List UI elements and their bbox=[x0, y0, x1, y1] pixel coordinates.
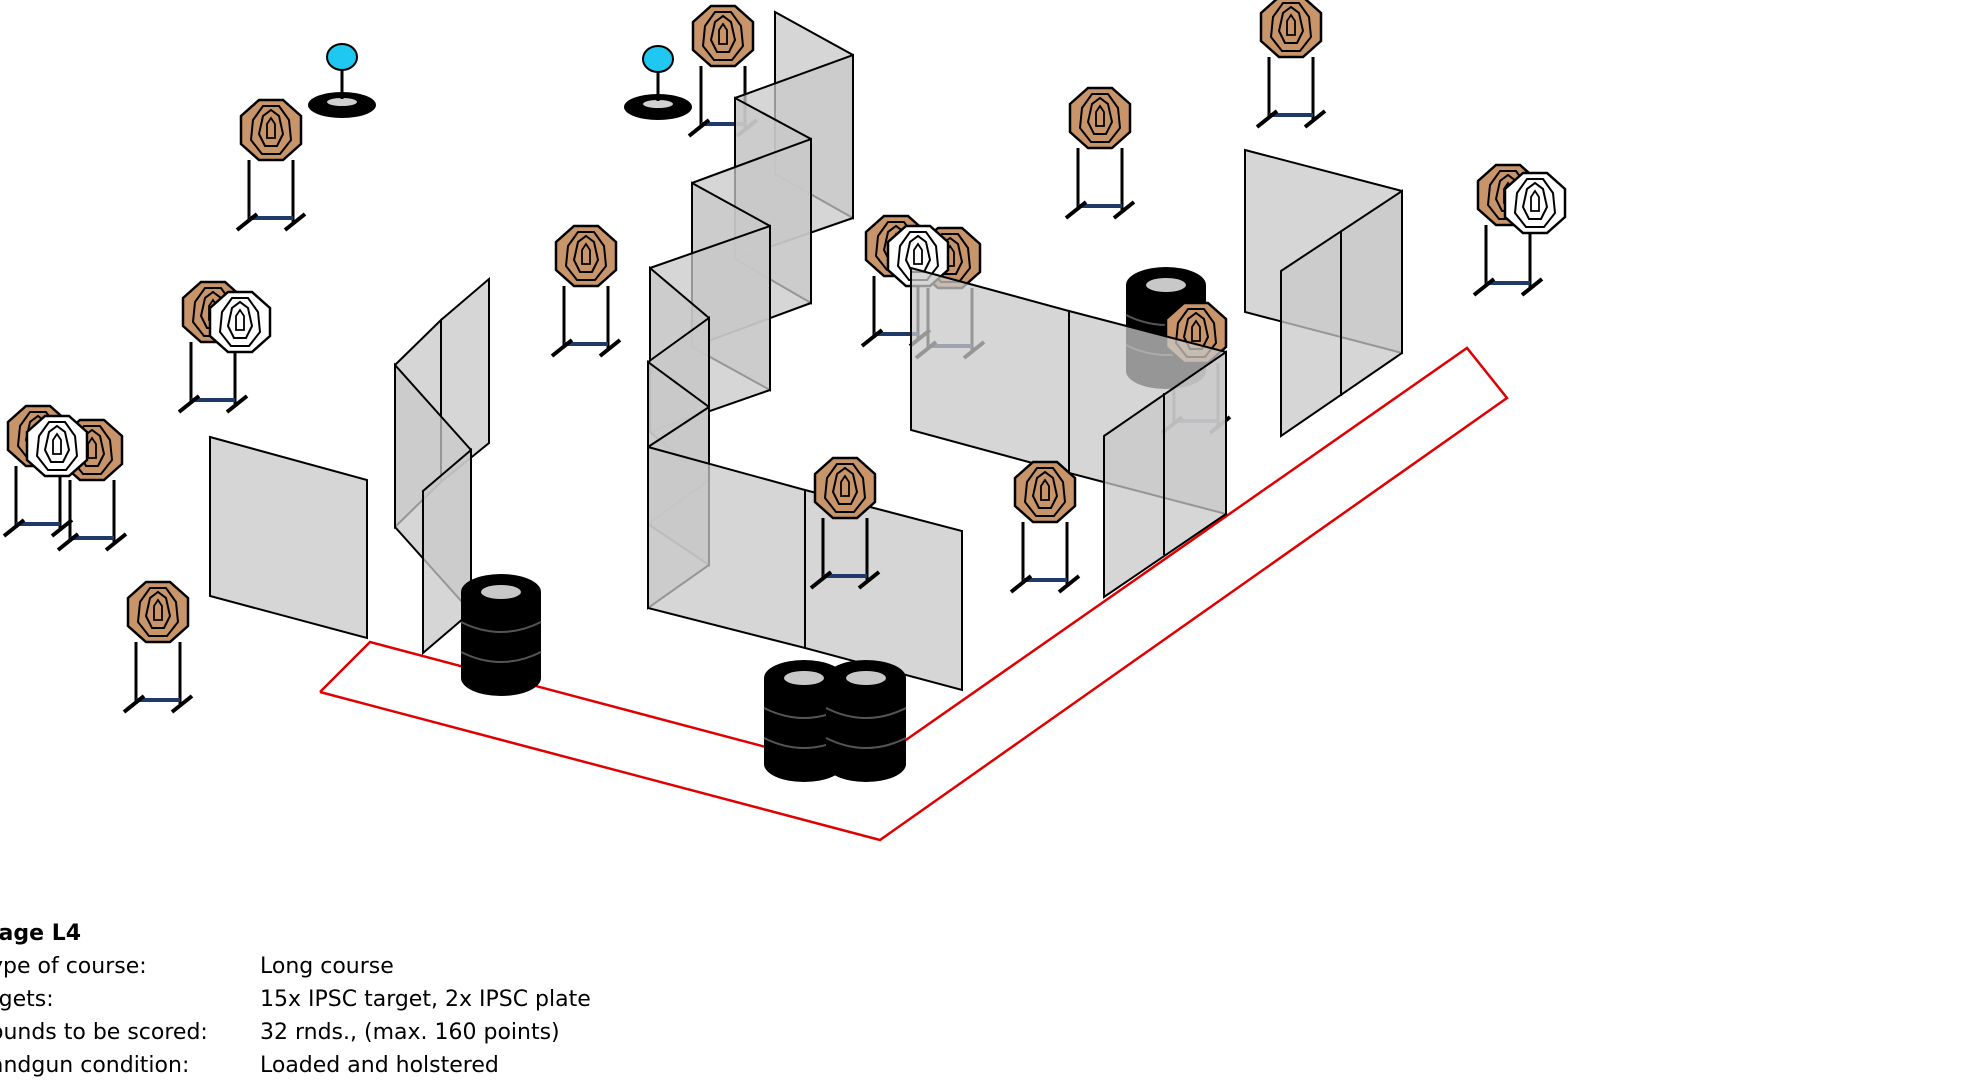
info-label: andgun condition: bbox=[0, 1053, 190, 1078]
ipsc-target-icon bbox=[550, 224, 622, 358]
steel-plate-icon bbox=[306, 42, 378, 120]
target-group-right bbox=[1472, 163, 1567, 297]
info-value: Loaded and holstered bbox=[260, 1053, 499, 1078]
target-group-left bbox=[2, 404, 128, 552]
info-label: rgets: bbox=[0, 987, 54, 1012]
ipsc-target-icon bbox=[1009, 460, 1081, 594]
walls-right bbox=[910, 148, 1403, 599]
info-value: 15x IPSC target, 2x IPSC plate bbox=[260, 987, 591, 1012]
info-row-targets: rgets: 15x IPSC target, 2x IPSC plate bbox=[0, 983, 700, 1016]
ipsc-target-icon bbox=[1064, 86, 1136, 220]
info-row-condition: andgun condition: Loaded and holstered bbox=[0, 1049, 700, 1082]
stage-info: tage L4 ype of course: Long course rgets… bbox=[0, 917, 700, 1082]
info-label: ounds to be scored: bbox=[0, 1020, 208, 1045]
fault-line bbox=[319, 346, 1509, 842]
target-group-left-upper bbox=[177, 280, 272, 414]
info-row-rounds: ounds to be scored: 32 rnds., (max. 160 … bbox=[0, 1016, 700, 1049]
tire-stack-icon bbox=[460, 573, 542, 697]
stage-title: tage L4 bbox=[0, 921, 82, 946]
ipsc-target-icon bbox=[235, 98, 307, 232]
ipsc-target-icon bbox=[1255, 0, 1327, 129]
tire-stack-icon bbox=[825, 659, 907, 783]
info-label: ype of course: bbox=[0, 954, 147, 979]
info-row-course: ype of course: Long course bbox=[0, 950, 700, 983]
info-value: 32 rnds., (max. 160 points) bbox=[260, 1020, 560, 1045]
ipsc-target-icon bbox=[122, 580, 194, 714]
walls bbox=[209, 10, 963, 692]
steel-plate-icon bbox=[622, 44, 694, 122]
info-value: Long course bbox=[260, 954, 394, 979]
